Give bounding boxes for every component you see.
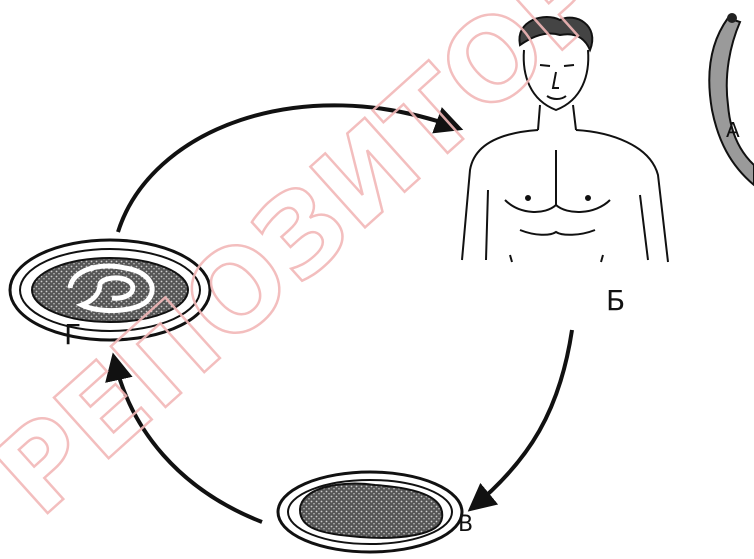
label-g: Г — [64, 318, 81, 351]
worm-icon — [709, 13, 754, 185]
arrow-egg-to-embryonated-egg — [114, 358, 262, 522]
arrow-egg-to-human — [118, 105, 458, 232]
label-b: Б — [606, 284, 625, 317]
label-v: В — [458, 512, 473, 537]
embryonated-egg-icon — [10, 240, 210, 340]
arrow-human-to-egg — [472, 330, 572, 508]
label-a: А — [726, 118, 740, 142]
human-torso-icon — [462, 17, 668, 262]
egg-icon — [278, 472, 462, 552]
